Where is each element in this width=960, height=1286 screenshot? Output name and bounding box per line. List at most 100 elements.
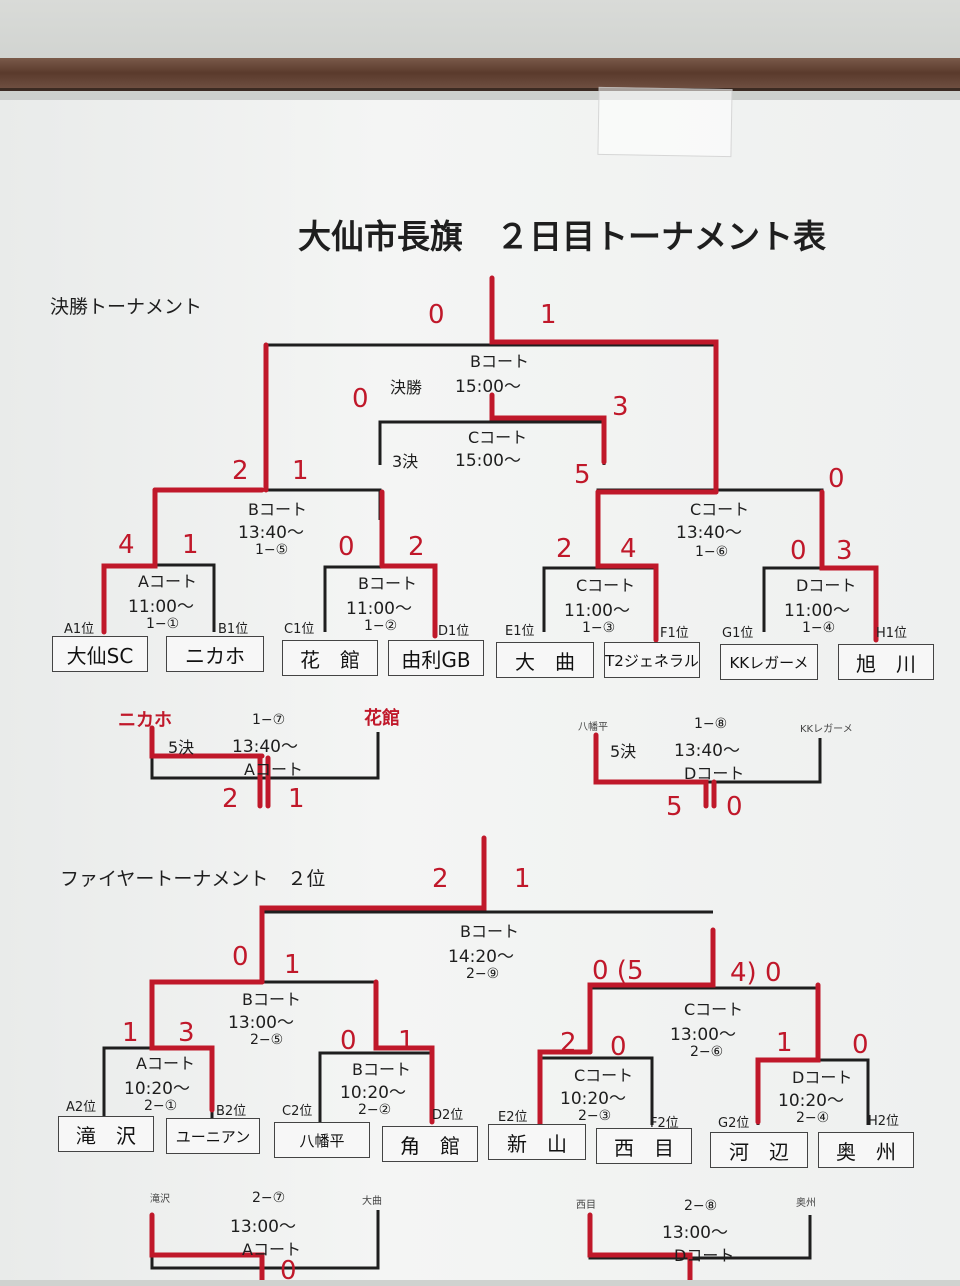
fire-semi-left-court: Bコート (242, 990, 301, 1009)
team-box: 角 館 (382, 1126, 478, 1162)
lower-left-score-right: 0 (280, 1256, 297, 1286)
rank-label: E1位 (505, 624, 535, 639)
fire-qf1-score-left: 1 (122, 1018, 139, 1048)
final-court: Bコート (470, 352, 529, 371)
semi-right-time: 13:40〜 (676, 523, 742, 543)
fifth-left-score-left: 2 (222, 784, 239, 814)
fifth-left-label: 5決 (168, 738, 195, 757)
team-box: 河 辺 (710, 1132, 808, 1168)
fifth-right-hw-left: 八幡平 (578, 722, 608, 733)
team-box: 滝 沢 (58, 1116, 154, 1152)
board-frame (0, 58, 960, 91)
third-score-right-2: 5 (574, 460, 591, 490)
fire-qf2-score-right: 1 (398, 1026, 415, 1056)
page-title: 大仙市長旗 ２日目トーナメント表 (298, 217, 826, 256)
rank-label: C2位 (282, 1104, 313, 1119)
fire-qf1-court: Aコート (136, 1054, 195, 1073)
fire-qf2-score-left: 0 (340, 1026, 357, 1056)
qf4-score-right: 3 (836, 536, 853, 566)
fire-qf4-score-right: 0 (852, 1030, 869, 1060)
fire-qf2-code: 2−② (358, 1102, 392, 1118)
rank-label: D2位 (432, 1108, 464, 1123)
fifth-right-time: 13:40〜 (674, 741, 740, 761)
fire-qf4-court: Dコート (792, 1068, 853, 1087)
fire-semi-left-time: 13:00〜 (228, 1013, 294, 1033)
qf2-score-right: 2 (408, 532, 425, 562)
rank-label: B1位 (218, 622, 249, 637)
rank-label: A1位 (64, 622, 95, 637)
fifth-right-score-left: 5 (666, 792, 683, 822)
fire-qf3-score-right: 0 (610, 1032, 627, 1062)
qf2-code: 1−② (364, 618, 398, 634)
rank-label: E2位 (498, 1110, 528, 1125)
fire-semi-right-code: 2−⑥ (690, 1044, 724, 1060)
fire-qf3-code: 2−③ (578, 1108, 612, 1124)
fifth-left-court: Aコート (244, 760, 303, 779)
qf3-court: Cコート (576, 576, 636, 595)
fifth-right-code: 1−⑧ (694, 716, 728, 732)
team-box: 旭 川 (838, 644, 934, 680)
final-score-right: 1 (540, 300, 557, 330)
fifth-left-score-right: 1 (288, 784, 305, 814)
semi-right-code: 1−⑥ (695, 544, 729, 560)
lower-left-code: 2−⑦ (252, 1190, 286, 1206)
fire-qf1-score-right: 3 (178, 1018, 195, 1048)
fifth-right-court: Dコート (684, 764, 745, 783)
semi-left-score-right: 1 (292, 456, 309, 486)
third-score-right: 3 (612, 392, 629, 422)
lower-right-hw-left: 西目 (576, 1200, 596, 1211)
fifth-right-label: 5決 (610, 742, 637, 761)
team-box: 奥 州 (818, 1132, 914, 1168)
qf1-score-left: 4 (118, 530, 135, 560)
semi-left-court: Bコート (248, 500, 307, 519)
team-box: 大仙SC (52, 636, 148, 672)
qf3-score-right: 4 (620, 534, 637, 564)
lower-left-time: 13:00〜 (230, 1217, 296, 1237)
qf1-score-right: 1 (182, 530, 199, 560)
fire-qf2-court: Bコート (352, 1060, 411, 1079)
final-label: 決勝 (390, 378, 423, 397)
fifth-left-time: 13:40〜 (232, 737, 298, 757)
semi-right-court: Cコート (690, 500, 750, 519)
fire-semi-left-score-right: 1 (284, 950, 301, 980)
fire-semi-right-court: Cコート (684, 1000, 744, 1019)
fire-final-court: Bコート (460, 922, 519, 941)
semi-left-time: 13:40〜 (238, 523, 304, 543)
fire-final-score-right: 1 (514, 864, 531, 894)
team-box: ニカホ (166, 636, 264, 672)
team-box: 西 目 (596, 1128, 692, 1164)
third-time: 15:00〜 (455, 451, 521, 471)
lower-right-code: 2−⑧ (684, 1198, 718, 1214)
lower-left-court: Aコート (242, 1240, 301, 1259)
fire-qf4-code: 2−④ (796, 1110, 830, 1126)
fire-tournament-heading: ファイヤートーナメント ２位 (60, 868, 326, 890)
lower-left-hw-left: 滝沢 (150, 1194, 170, 1205)
rank-label: F1位 (660, 626, 689, 641)
fire-final-code: 2−⑨ (466, 966, 500, 982)
team-box: 新 山 (488, 1124, 586, 1160)
team-box: KKレガーメ (720, 644, 818, 680)
qf1-code: 1−① (146, 616, 180, 632)
team-box: ユーニアン (166, 1118, 260, 1154)
final-tournament-heading: 決勝トーナメント (50, 296, 203, 318)
fire-qf3-time: 10:20〜 (560, 1089, 626, 1109)
qf1-court: Aコート (138, 572, 197, 591)
team-box: 大 曲 (496, 642, 594, 678)
fire-semi-right-time: 13:00〜 (670, 1025, 736, 1045)
qf3-score-left: 2 (556, 534, 573, 564)
semi-left-code: 1−⑤ (255, 542, 289, 558)
qf2-time: 11:00〜 (346, 599, 412, 619)
qf3-code: 1−③ (582, 620, 616, 636)
rank-label: A2位 (66, 1100, 97, 1115)
qf4-time: 11:00〜 (784, 601, 850, 621)
rank-label: G1位 (722, 626, 754, 641)
lower-right-hw-right: 奥州 (796, 1198, 816, 1209)
qf2-score-left: 0 (338, 532, 355, 562)
qf3-time: 11:00〜 (564, 601, 630, 621)
fire-qf4-score-left: 1 (776, 1028, 793, 1058)
qf4-court: Dコート (796, 576, 857, 595)
paper-sheet (0, 100, 960, 1280)
final-score-left: 0 (428, 300, 445, 330)
fire-qf3-score-left: 2 (560, 1028, 577, 1058)
